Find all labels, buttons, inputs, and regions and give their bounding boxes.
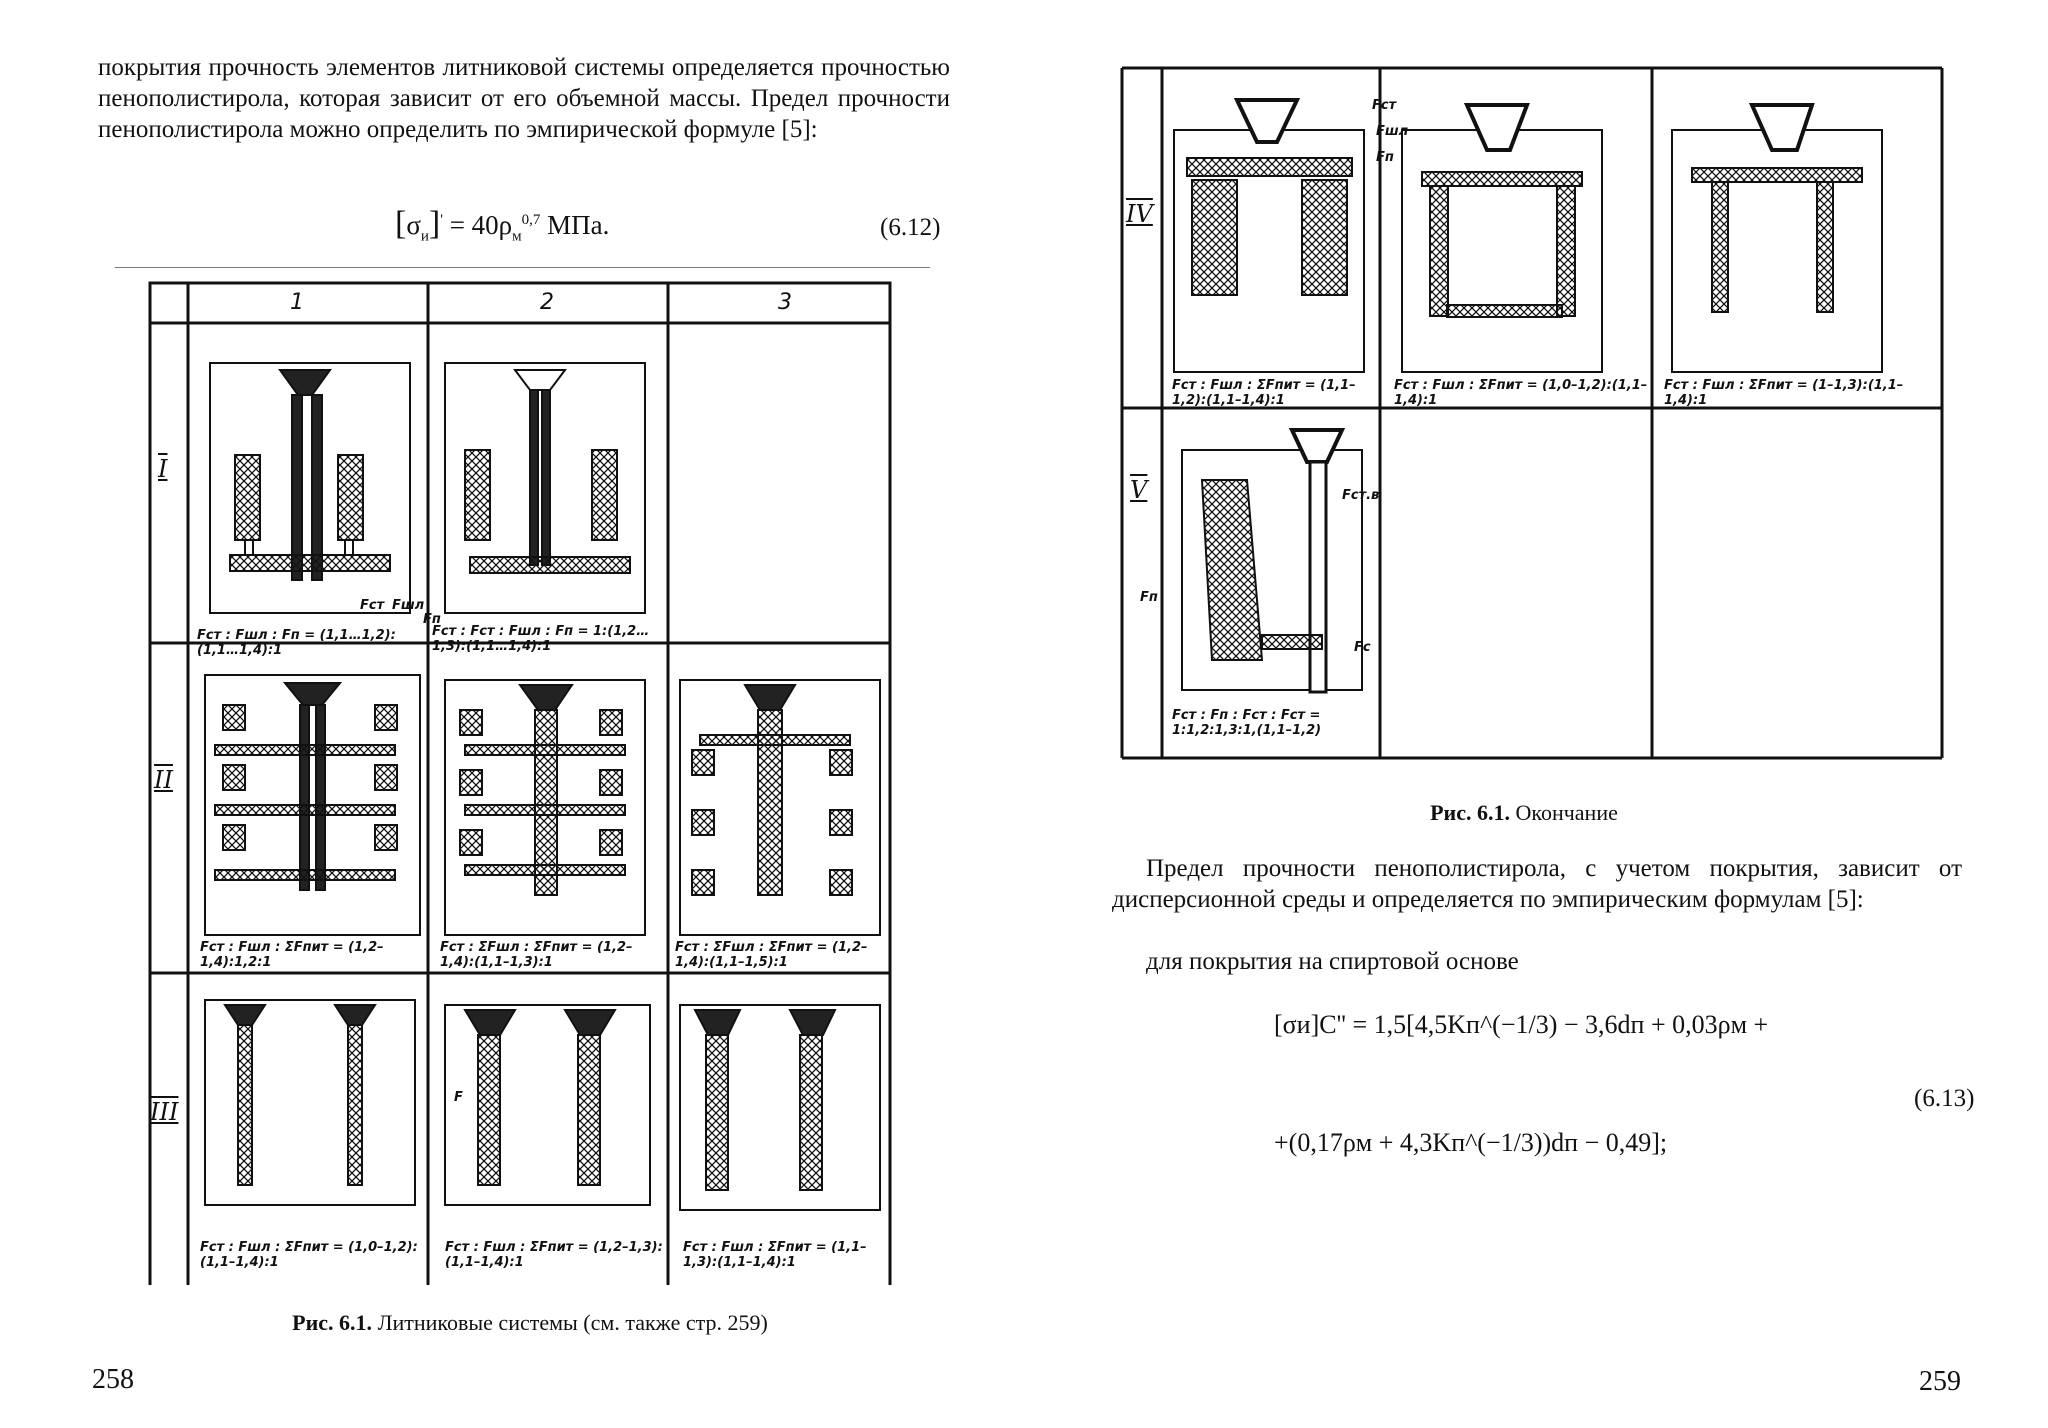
note-IV-1: Fст : Fшл : ΣFпит = (1,1–1,2):(1,1–1,4):… <box>1172 378 1356 408</box>
formula-6-13-line2: +(0,17ρм + 4,3Kп^(−1/3))dп − 0,49]; <box>1274 1128 1667 1158</box>
column-header-3: 3 <box>778 290 792 315</box>
callout-right-fstv: Fст.в <box>1342 488 1380 503</box>
note-III-2: Fст : Fшл : ΣFпит = (1,2–1,3):(1,1–1,4):… <box>445 1240 663 1270</box>
callout-fp: Fп <box>423 612 441 627</box>
row-header-I: I <box>158 455 168 483</box>
callout-right-fp2: Fп <box>1140 590 1158 605</box>
column-header-2: 2 <box>540 290 554 315</box>
note-II-2: Fст : ΣFшл : ΣFпит = (1,2–1,4):(1,1–1,3)… <box>440 940 633 970</box>
note-V-1: Fст : Fп : Fст : Fст = 1:1,2:1,3:1,(1,1–… <box>1172 708 1322 738</box>
column-header-1: 1 <box>290 290 304 315</box>
note-IV-2: Fст : Fшл : ΣFпит = (1,0–1,2):(1,1–1,4):… <box>1394 378 1648 408</box>
gating-drawings-left <box>204 362 881 1211</box>
formula-6-13-line1-text: [σи]С'' = 1,5[4,5Kп^(−1/3) − 3,6dп + 0,0… <box>1274 1010 1769 1039</box>
caption-text: Литниковые системы (см. также стр. 259) <box>377 1310 768 1335</box>
callout-fst: Fст <box>360 598 385 613</box>
figure-caption-right: Рис. 6.1. Окончание <box>1324 800 1724 826</box>
figure-6-1-continued-grid <box>1120 66 1944 760</box>
left-paragraph: покрытия прочность элементов литниковой … <box>98 54 950 143</box>
note-III-3: Fст : Fшл : ΣFпит = (1,1–1,3):(1,1–1,4):… <box>683 1240 867 1270</box>
right-subheading: для покрытия на спиртовой основе <box>1146 948 1519 975</box>
page-number-right: 259 <box>1919 1366 1961 1397</box>
callout-right-fst: Fст <box>1372 98 1397 113</box>
note-IV-3: Fст : Fшл : ΣFпит = (1–1,3):(1,1–1,4):1 <box>1664 378 1904 408</box>
caption-label: Рис. 6.1. <box>292 1310 373 1335</box>
note-III-1: Fст : Fшл : ΣFпит = (1,0–1,2):(1,1–1,4):… <box>200 1240 418 1270</box>
right-paragraph: Предел прочности пенополистирола, с учет… <box>1112 855 1962 913</box>
callout-fshl: Fшл <box>392 598 425 613</box>
left-page: покрытия прочность элементов литниковой … <box>92 54 950 1395</box>
note-I-1: Fст : Fшл : Fп = (1,1…1,2):(1,1…1,4):1 <box>197 628 396 658</box>
figure-6-1-grid <box>148 281 892 1285</box>
separator-rule <box>115 267 930 268</box>
formula-6-12-number: (6.12) <box>880 214 941 241</box>
formula-6-13-line1: [σи]С'' = 1,5[4,5Kп^(−1/3) − 3,6dп + 0,0… <box>1274 1010 1768 1040</box>
row-header-II: II <box>154 766 173 794</box>
callout-right-fp: Fп <box>1376 150 1394 165</box>
right-page: IV V Fст : Fшл : ΣFпит = (1,1–1,2):(1,1–… <box>1024 0 2048 1428</box>
callout-right-fc: Fс <box>1354 640 1371 655</box>
callout-right-fshl: Fшл <box>1376 124 1409 139</box>
formula-6-12: [σи]' = 40ρм0,7 МПа. <box>395 205 610 245</box>
formula-6-13-line2-text: +(0,17ρм + 4,3Kп^(−1/3))dп − 0,49]; <box>1274 1128 1668 1157</box>
formula-6-13-number: (6.13) <box>1914 1085 1975 1112</box>
caption-right-label: Рис. 6.1. <box>1430 800 1510 825</box>
caption-right-text: Окончание <box>1515 800 1618 825</box>
row-header-V: V <box>1130 476 1148 504</box>
figure-caption-left: Рис. 6.1. Литниковые системы (см. также … <box>200 1310 860 1336</box>
note-II-3: Fст : ΣFшл : ΣFпит = (1,2–1,4):(1,1–1,5)… <box>675 940 868 970</box>
callout-f: F <box>454 1090 463 1105</box>
note-II-1: Fст : Fшл : ΣFпит = (1,2–1,4):1,2:1 <box>200 940 384 970</box>
page-number-left: 258 <box>92 1364 134 1395</box>
note-I-2: Fст : Fст : Fшл : Fп = 1:(1,2…1,3):(1,1…… <box>432 624 650 654</box>
row-header-III: III <box>150 1098 179 1126</box>
row-header-IV: IV <box>1126 200 1153 228</box>
